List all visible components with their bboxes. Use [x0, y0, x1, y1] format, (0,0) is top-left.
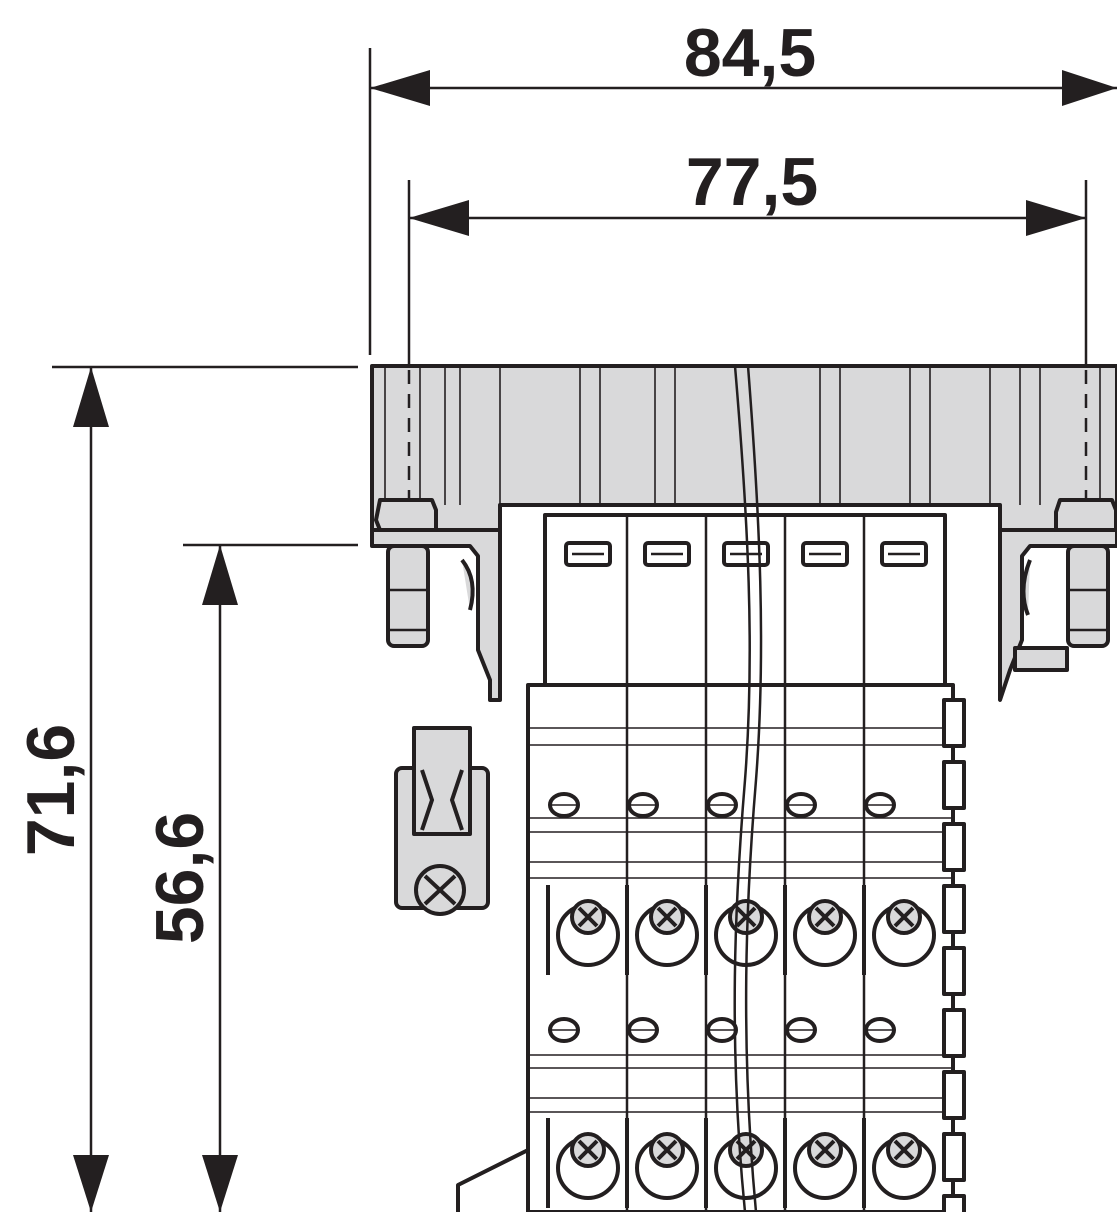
side-rib — [942, 1008, 966, 1058]
terminal-screw-slot — [814, 906, 836, 928]
arrowhead-top — [73, 367, 109, 427]
wire-left — [733, 365, 751, 1212]
left-screw-head — [374, 498, 438, 532]
overall-height-label: 71,6 — [13, 724, 89, 856]
module-marker-slots — [564, 541, 928, 567]
arrowhead-right — [1026, 200, 1086, 236]
arrowhead-left — [370, 70, 430, 106]
dimension-overall-height: 71,6 — [13, 365, 358, 1212]
clamp-spring — [420, 769, 464, 831]
wire-right — [744, 365, 763, 1212]
terminal-screw-slot — [577, 1139, 599, 1161]
side-rib — [942, 760, 966, 810]
arrowhead-bottom — [202, 1155, 238, 1212]
module-base-step — [456, 1148, 530, 1212]
side-rib — [942, 698, 966, 748]
clamp-screw-slot — [423, 874, 457, 906]
side-rib — [942, 1194, 966, 1212]
terminal-screw-slot — [577, 906, 599, 928]
overall-width-label: 84,5 — [684, 15, 816, 91]
right-mounting-bracket — [998, 498, 1117, 702]
side-rib — [942, 1132, 966, 1182]
right-clip — [1021, 559, 1032, 616]
side-rib — [942, 946, 966, 996]
terminal-screw-slot — [893, 1139, 915, 1161]
module-body — [456, 513, 966, 1212]
clamp-top — [412, 726, 472, 836]
mounting-height-label: 56,6 — [142, 812, 218, 944]
break-wires — [733, 365, 763, 1212]
left-clip — [460, 558, 475, 611]
ground-clamp — [394, 726, 490, 916]
side-rib — [942, 884, 966, 934]
terminal-screw-slot — [735, 906, 757, 928]
terminal-screw-slot — [656, 906, 678, 928]
arrowhead-top — [202, 545, 238, 605]
arrowhead-bottom — [73, 1155, 109, 1212]
cap-ribs — [384, 368, 1101, 505]
left-mounting-bracket — [370, 498, 502, 702]
terminal-screw-slot — [814, 1139, 836, 1161]
dimension-mounting-height: 56,6 — [142, 543, 358, 1212]
terminal-screw-slot — [656, 1139, 678, 1161]
side-rib — [942, 1070, 966, 1120]
module-rails — [528, 727, 953, 1113]
terminal-screw-slot — [893, 906, 915, 928]
module-dividers — [625, 515, 866, 1212]
terminal-screws — [546, 885, 936, 1208]
dimension-overall-width: 84,5 — [368, 15, 1117, 355]
right-latch — [1013, 646, 1069, 672]
right-screw-shaft — [1066, 544, 1110, 648]
left-screw-shaft — [386, 544, 430, 648]
side-rib — [942, 822, 966, 872]
arrowhead-left — [409, 200, 469, 236]
module-side-detail — [942, 698, 966, 1212]
dimension-mounting-width: 77,5 — [407, 144, 1088, 370]
mounting-width-label: 77,5 — [686, 144, 818, 220]
arrowhead-right — [1062, 70, 1117, 106]
right-screw-head — [1054, 498, 1117, 532]
